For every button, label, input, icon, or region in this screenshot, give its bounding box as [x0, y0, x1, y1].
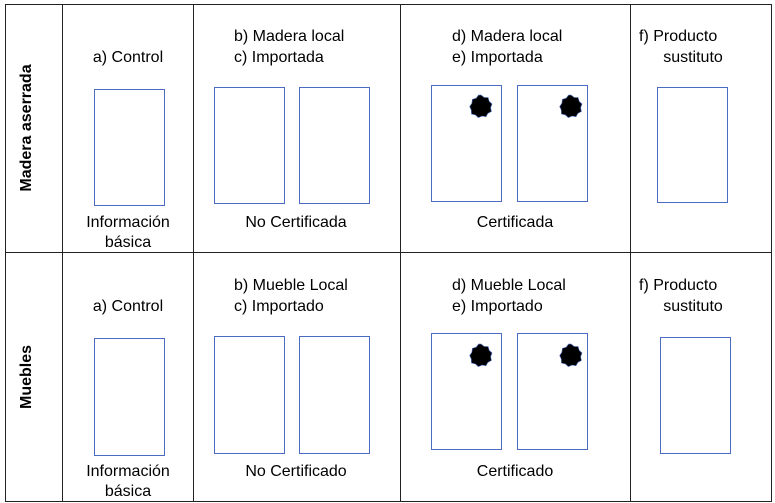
substitute-box [660, 337, 731, 454]
cert-title: e) Importado [452, 298, 543, 315]
grid-line [62, 4, 63, 502]
cert-title: e) Importada [452, 49, 543, 66]
grid-line [5, 501, 772, 502]
control-caption: Información [86, 214, 170, 231]
no-cert-box-imported [299, 336, 370, 454]
cert-title: d) Madera local [452, 28, 563, 45]
no-cert-box-local [214, 87, 285, 204]
control-title: a) Control [92, 49, 164, 66]
grid-line [400, 4, 401, 502]
grid-line [771, 4, 772, 502]
grid-line [5, 4, 772, 5]
control-box [94, 89, 165, 206]
no-cert-title: b) Mueble Local [234, 277, 348, 294]
cert-caption: Certificado [476, 463, 554, 480]
row-label: Muebles [18, 344, 35, 410]
no-cert-title: c) Importada [234, 49, 324, 66]
substitute-box [657, 87, 728, 203]
certification-seal-icon [469, 343, 493, 367]
grid-line [5, 252, 772, 253]
substitute-title: f) Producto [639, 28, 718, 45]
cert-box-imported [517, 333, 588, 450]
certification-seal-icon [469, 94, 493, 118]
cert-caption: Certificada [476, 214, 554, 231]
substitute-title: sustituto [663, 298, 723, 315]
no-cert-title: c) Importado [234, 298, 324, 315]
row-label: Madera aserrada [18, 64, 35, 192]
grid-line [630, 4, 631, 502]
control-caption: básica [104, 483, 152, 500]
grid-line [193, 4, 194, 502]
substitute-title: sustituto [663, 49, 723, 66]
control-title: a) Control [92, 298, 164, 315]
no-cert-caption: No Certificada [245, 214, 347, 231]
no-cert-box-imported [299, 87, 370, 204]
no-cert-caption: No Certificado [245, 463, 347, 480]
grid-line [5, 4, 6, 502]
control-caption: Información [86, 463, 170, 480]
control-caption: básica [104, 234, 152, 251]
certification-seal-icon [559, 94, 583, 118]
certification-seal-icon [559, 343, 583, 367]
cert-title: d) Mueble Local [452, 277, 566, 294]
no-cert-box-local [214, 336, 285, 454]
substitute-title: f) Producto [639, 277, 718, 294]
control-box [94, 338, 165, 456]
no-cert-title: b) Madera local [234, 28, 345, 45]
